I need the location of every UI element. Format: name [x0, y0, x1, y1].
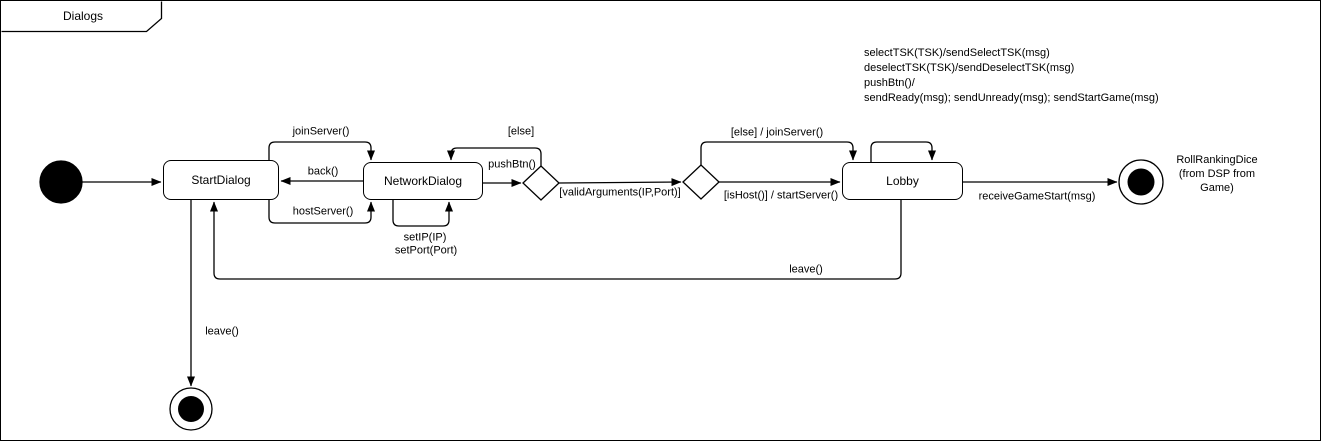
final-state-note: RollRankingDice (from DSP from Game) — [1176, 153, 1257, 195]
final-state-game — [1118, 159, 1164, 205]
label-leave-to-final: leave() — [205, 325, 239, 338]
decision-ishost — [682, 164, 720, 200]
lobby-actions-line-4: sendReady(msg); sendUnready(msg); sendSt… — [864, 92, 1159, 104]
transition-else-to-networkdialog — [447, 147, 542, 167]
label-ishost-startserver: [isHost()] / startServer() — [723, 189, 839, 202]
transition-validarguments — [558, 178, 682, 187]
final-state-exit — [169, 387, 213, 431]
transition-setip-setport-selfloop — [392, 200, 453, 227]
state-lobby-label: Lobby — [886, 174, 919, 188]
label-setip: setIP(IP) — [403, 231, 447, 244]
state-networkdialog: NetworkDialog — [363, 162, 483, 200]
state-networkdialog-label: NetworkDialog — [383, 174, 463, 188]
lobby-actions-line-1: selectTSK(TSK)/sendSelectTSK(msg) — [864, 47, 1050, 59]
label-leave-to-startdialog: leave() — [789, 263, 823, 276]
decision-validarguments — [522, 165, 560, 201]
label-else-joinserver: [else] / joinServer() — [730, 126, 824, 139]
transition-else-joinserver — [700, 141, 857, 165]
final-state-note-line-3: Game) — [1200, 182, 1234, 194]
label-back: back() — [307, 165, 339, 178]
lobby-actions-note: selectTSK(TSK)/sendSelectTSK(msg) desele… — [864, 46, 1159, 106]
transition-lobby-selfloop — [870, 141, 936, 162]
lobby-actions-line-2: deselectTSK(TSK)/sendDeselectTSK(msg) — [864, 62, 1075, 74]
label-hostserver: hostServer() — [292, 205, 354, 218]
label-receivegamestart: receiveGameStart(msg) — [978, 190, 1096, 203]
initial-state — [39, 160, 83, 204]
state-startdialog: StartDialog — [163, 160, 279, 200]
final-state-note-line-1: RollRankingDice — [1176, 154, 1258, 166]
label-pushbtn: pushBtn() — [488, 158, 536, 171]
transition-hostserver — [268, 200, 375, 224]
state-startdialog-label: StartDialog — [191, 173, 251, 187]
label-else-network: [else] — [507, 125, 535, 138]
lobby-actions-line-3: pushBtn()/ — [864, 77, 915, 89]
transition-leave-to-startdialog — [210, 199, 902, 280]
label-validarguments: [validArguments(IP,Port)] — [559, 186, 681, 199]
frame-tab — [1, 1, 163, 33]
frame-title: Dialogs — [62, 9, 104, 23]
transition-joinserver — [268, 141, 375, 161]
state-lobby: Lobby — [842, 162, 963, 200]
final-state-note-line-2: (from DSP from — [1178, 168, 1256, 180]
label-setport: setPort(Port) — [394, 244, 458, 257]
label-joinserver: joinServer() — [292, 125, 350, 138]
